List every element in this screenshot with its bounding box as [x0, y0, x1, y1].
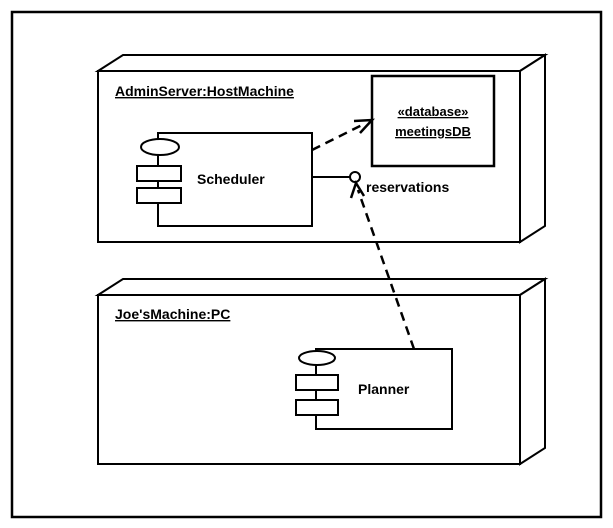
- component-scheduler-ellipse-icon: [140, 138, 180, 156]
- artifact-meetingsdb: «database» meetingsDB: [370, 74, 496, 168]
- component-planner-tab-bottom-icon: [295, 399, 339, 416]
- component-scheduler: Scheduler: [136, 132, 313, 227]
- node-admin-server-top-face: [94, 54, 549, 72]
- component-scheduler-tab-top-icon: [136, 165, 182, 182]
- component-scheduler-tab-bottom-icon: [136, 187, 182, 204]
- dependency-planner-to-reservations-arrowhead-icon: [349, 180, 366, 199]
- interface-reservations: reservations: [312, 171, 449, 195]
- dependency-planner-to-reservations: [349, 180, 416, 350]
- component-planner-tab-top-icon: [295, 374, 339, 391]
- interface-reservations-lollipop-icon: [349, 171, 361, 183]
- interface-reservations-label: reservations: [366, 179, 449, 195]
- artifact-name: meetingsDB: [395, 124, 471, 139]
- artifact-stereotype: «database»: [398, 104, 469, 119]
- dependency-scheduler-to-meetingsdb: [311, 118, 376, 152]
- component-planner-name: Planner: [358, 381, 410, 397]
- dependency-planner-to-reservations-line: [356, 189, 416, 350]
- artifact-meetingsdb-box: [370, 74, 496, 168]
- dependency-scheduler-to-meetingsdb-arrowhead-icon: [353, 118, 376, 134]
- component-scheduler-name: Scheduler: [197, 171, 265, 187]
- component-planner: Planner: [295, 348, 453, 430]
- node-admin-server-title: AdminServer:HostMachine: [115, 83, 294, 99]
- node-joes-machine-top-face: [94, 278, 549, 296]
- node-admin-server-side-face: [519, 53, 546, 244]
- component-planner-ellipse-icon: [298, 350, 336, 366]
- dependency-scheduler-to-meetingsdb-line: [311, 122, 365, 152]
- node-joes-machine-side-face: [519, 277, 546, 466]
- node-joes-machine-title: Joe'sMachine:PC: [115, 306, 230, 322]
